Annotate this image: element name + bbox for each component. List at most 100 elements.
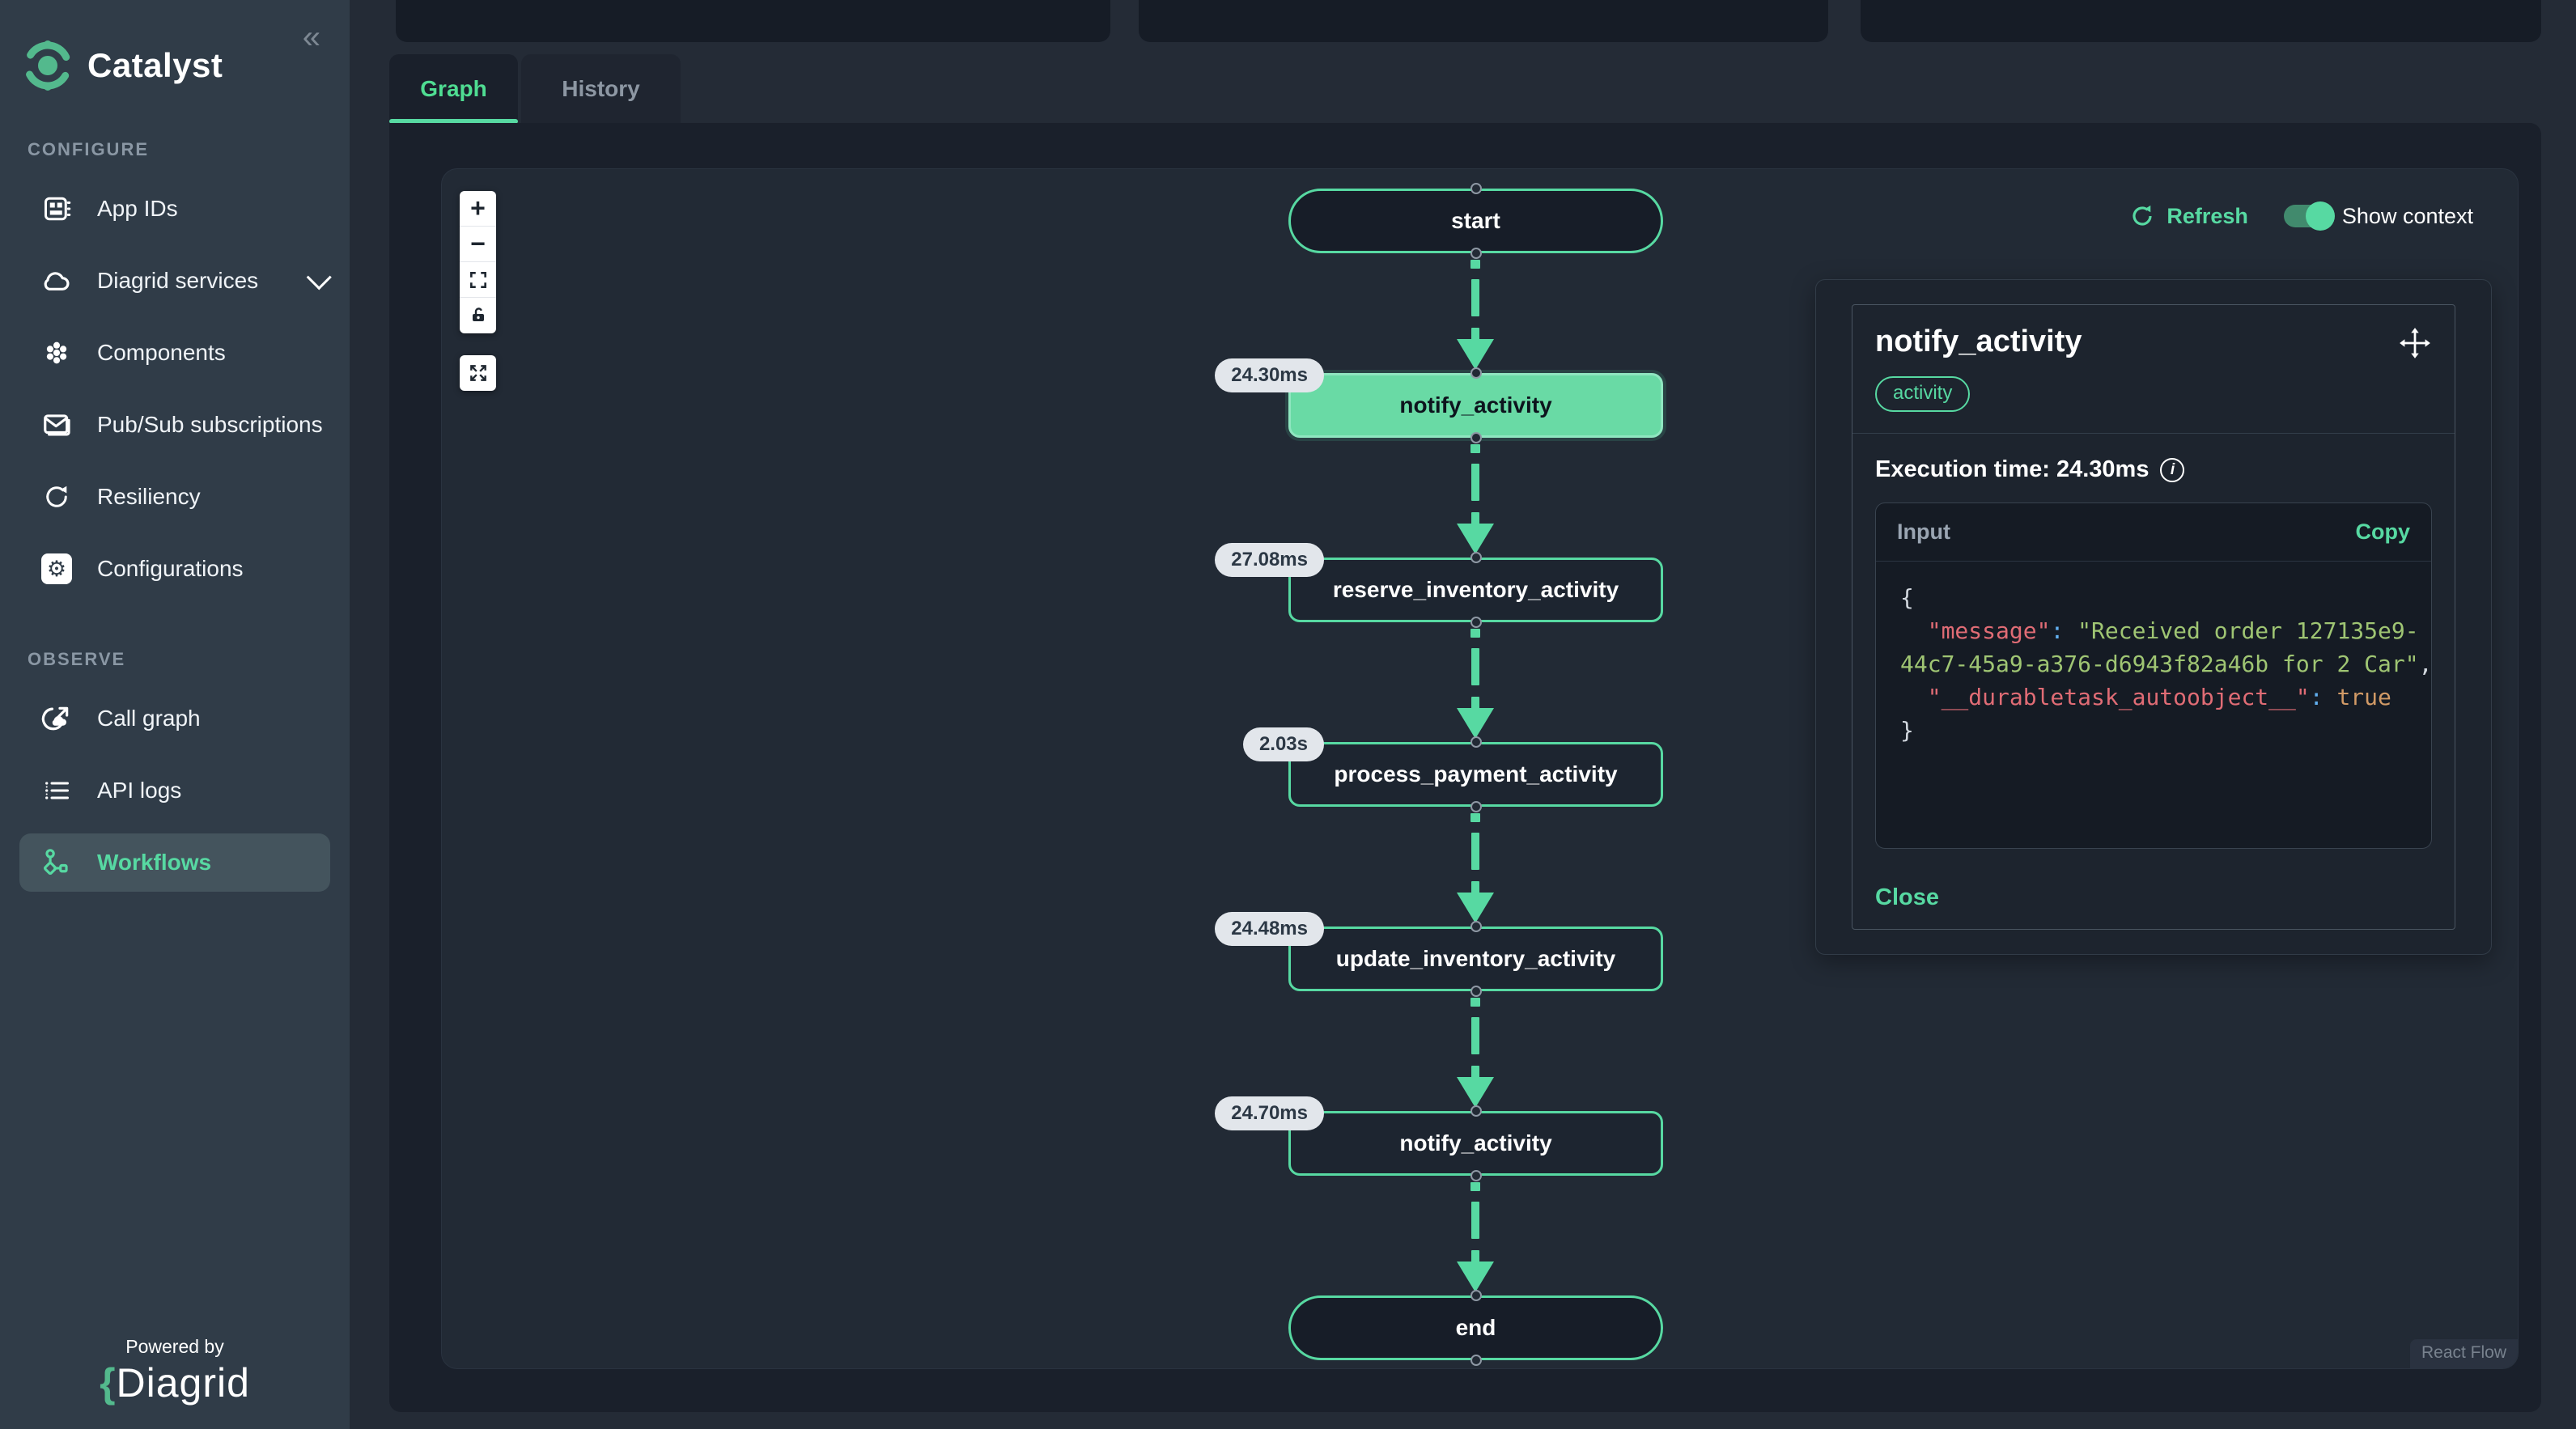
sidebar-collapse-button[interactable]: « <box>302 19 320 55</box>
edge-arrowhead <box>1457 1262 1494 1292</box>
components-icon <box>40 337 73 369</box>
sidebar-item-label: App IDs <box>97 196 178 221</box>
app-title: Catalyst <box>87 46 223 84</box>
edges-layer <box>1457 260 1494 1292</box>
sidebar-item-pub-sub-subscriptions[interactable]: Pub/Sub subscriptions <box>19 396 330 454</box>
tab-history[interactable]: History <box>521 54 681 124</box>
refresh-icon <box>2133 205 2152 226</box>
node-label: process_payment_activity <box>1334 761 1618 787</box>
sidebar-item-label: Resiliency <box>97 484 201 509</box>
copy-button[interactable]: Copy <box>2355 519 2411 544</box>
node-handle <box>1470 617 1482 628</box>
sidebar-footer: Powered by {Diagrid <box>0 1336 350 1406</box>
node-label: notify_activity <box>1399 392 1552 418</box>
workflow-node-notify-activity[interactable]: notify_activity 24.30ms <box>1215 358 1663 443</box>
sidebar-item-label: API logs <box>97 778 182 803</box>
api-logs-icon <box>40 774 73 807</box>
react-flow-attribution[interactable]: React Flow <box>2409 1339 2518 1368</box>
fullscreen-icon <box>469 365 486 381</box>
workflow-node-end[interactable]: end <box>1288 1290 1663 1366</box>
powered-by-label: Powered by <box>125 1336 224 1357</box>
call-graph-icon <box>40 702 73 735</box>
edge-dash <box>1470 1182 1480 1191</box>
gear-icon: ⚙ <box>40 553 73 585</box>
node-label: end <box>1455 1315 1496 1340</box>
fit-view-button[interactable] <box>460 262 496 298</box>
edge-dash <box>1471 1202 1479 1239</box>
zoom-in-button[interactable]: + <box>460 191 496 227</box>
sidebar-item-call-graph[interactable]: Call graph <box>19 689 330 748</box>
info-icon[interactable]: i <box>2160 457 2185 482</box>
catalyst-logo-icon <box>23 40 72 91</box>
flow-topbar: Refresh Show context <box>2129 198 2473 234</box>
zoom-out-button[interactable]: − <box>460 227 496 262</box>
chevron-down-icon <box>306 265 332 290</box>
diagrid-brand: Diagrid <box>116 1360 250 1406</box>
show-context-label: Show context <box>2341 203 2473 228</box>
node-detail-panel: notify_activity activity <box>1815 279 2492 955</box>
node-label: reserve_inventory_activity <box>1332 577 1619 602</box>
edge-dash <box>1471 1066 1479 1080</box>
fit-view-icon <box>469 271 486 288</box>
code-line: "__durabletask_autoobject__": true <box>1927 684 2391 710</box>
node-handle <box>1470 921 1482 932</box>
lock-icon <box>472 307 484 321</box>
workflow-node-notify-activity-2[interactable]: notify_activity 24.70ms <box>1215 1096 1663 1181</box>
edge-dash <box>1470 444 1480 453</box>
code-line: "message": "Received order 127135e9- <box>1927 617 2419 644</box>
sidebar-item-components[interactable]: Components <box>19 324 330 382</box>
node-handle <box>1470 552 1482 563</box>
edge-dash <box>1470 260 1480 269</box>
node-handle <box>1470 736 1482 748</box>
section-label-configure: CONFIGURE <box>28 139 149 159</box>
edge-arrowhead <box>1457 339 1494 370</box>
refresh-button[interactable]: Refresh <box>2129 203 2248 229</box>
lock-button[interactable] <box>460 298 496 333</box>
refresh-label: Refresh <box>2166 203 2248 228</box>
sidebar-item-label: Pub/Sub subscriptions <box>97 412 323 437</box>
cloud-icon <box>40 265 73 297</box>
edge-dash <box>1471 833 1479 870</box>
workflow-graph-canvas[interactable]: start notify_activity 24.30ms reserve_in… <box>441 168 2519 1369</box>
detail-title: notify_activity <box>1875 324 2082 358</box>
sidebar-item-workflows[interactable]: Workflows <box>19 833 330 892</box>
workflow-node-start[interactable]: start <box>1288 183 1663 259</box>
move-icon[interactable] <box>2398 326 2432 360</box>
toggle-knob <box>2305 201 2335 231</box>
divider <box>1852 433 2455 434</box>
sidebar-item-diagrid-services[interactable]: Diagrid services <box>19 252 332 310</box>
edge-arrowhead <box>1457 708 1494 739</box>
logo: Catalyst <box>21 29 329 102</box>
node-handle <box>1470 1170 1482 1181</box>
edge-dash <box>1471 1017 1479 1054</box>
close-button[interactable]: Close <box>1875 884 1939 910</box>
sidebar-item-api-logs[interactable]: API logs <box>19 761 330 820</box>
node-handle <box>1470 248 1482 259</box>
tab-graph-label: Graph <box>420 76 487 101</box>
sidebar-item-app-ids[interactable]: App IDs <box>19 180 330 238</box>
summary-card <box>396 0 1110 42</box>
workflow-node-update-inventory-activity[interactable]: update_inventory_activity 24.48ms <box>1215 912 1663 997</box>
fullscreen-button[interactable] <box>460 355 496 391</box>
workflow-node-process-payment-activity[interactable]: process_payment_activity 2.03s <box>1242 727 1663 812</box>
show-context-toggle[interactable] <box>2283 201 2335 231</box>
edge-dash <box>1471 881 1479 896</box>
edge-arrowhead <box>1457 893 1494 923</box>
sidebar-item-resiliency[interactable]: Resiliency <box>19 468 330 526</box>
edge-arrowhead <box>1457 1077 1494 1108</box>
node-handle <box>1470 986 1482 997</box>
summary-card <box>1139 0 1828 42</box>
tab-history-label: History <box>562 76 640 101</box>
summary-card <box>1861 0 2541 42</box>
diagrid-logo: {Diagrid <box>0 1359 350 1406</box>
tab-graph[interactable]: Graph <box>389 54 518 124</box>
node-label: start <box>1451 208 1500 233</box>
node-type-badge: activity <box>1875 376 1971 412</box>
workflow-node-reserve-inventory-activity[interactable]: reserve_inventory_activity 27.08ms <box>1215 543 1663 628</box>
edge-dash <box>1471 328 1479 342</box>
sidebar-item-configurations[interactable]: ⚙ Configurations <box>19 540 330 598</box>
duration-badge: 27.08ms <box>1215 543 1324 577</box>
zoom-controls: + − <box>460 191 496 333</box>
edge-arrowhead <box>1457 524 1494 554</box>
sidebar-item-label: Workflows <box>97 850 212 875</box>
